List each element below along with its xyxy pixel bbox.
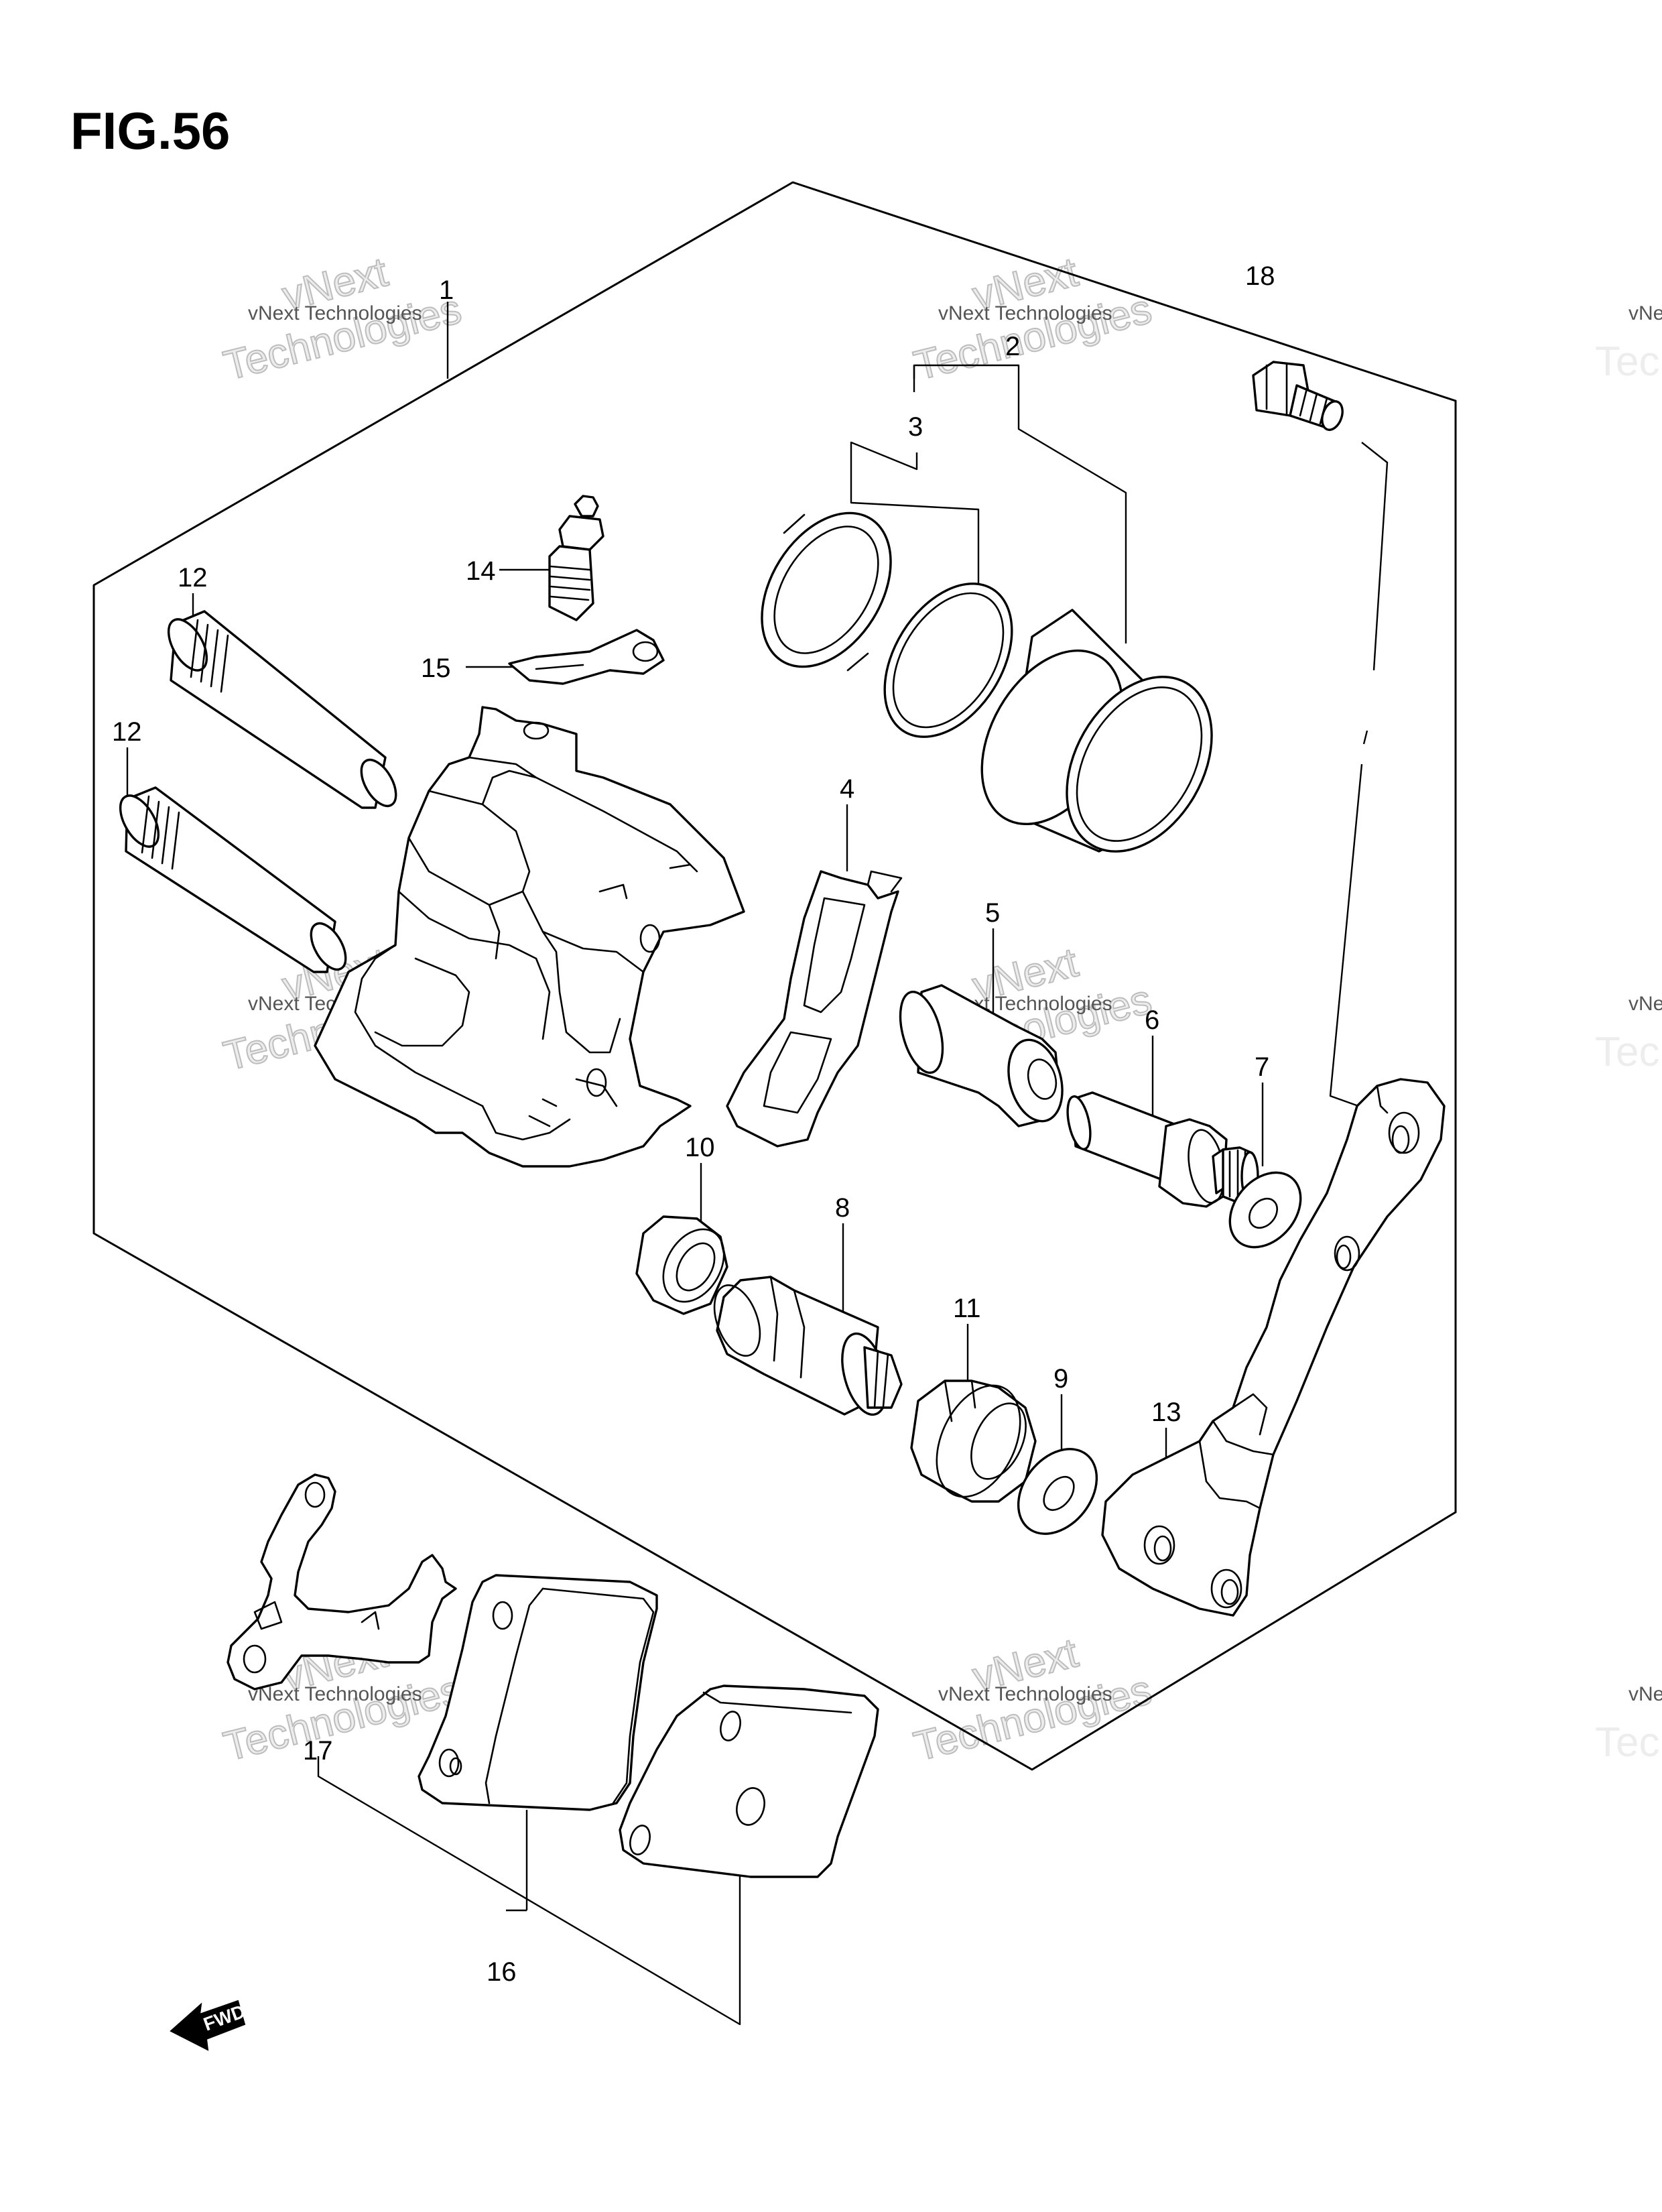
callout-11: 11 [953, 1294, 981, 1323]
caliper-bracket [1101, 1078, 1446, 1617]
leader-17-16 [317, 1756, 741, 2026]
callout-8: 8 [835, 1193, 850, 1223]
leader-18-top [1361, 442, 1389, 671]
callout-17: 17 [303, 1736, 333, 1766]
bleeder-valve [548, 495, 604, 621]
watermark-text: vNext Technologies [1628, 993, 1662, 1015]
watermark-text: vNext Technologies [1628, 1683, 1662, 1705]
callout-10: 10 [685, 1133, 715, 1162]
watermark-text: vNext Technologies [248, 1683, 422, 1705]
figure-title: FIG.56 [70, 101, 230, 160]
guide-pin [713, 1276, 903, 1416]
washer-upper [1228, 1171, 1302, 1249]
callouts: 1 2 3 4 5 6 7 8 9 10 11 12 12 13 14 15 1… [112, 261, 1275, 1987]
assembly-outline [92, 181, 1457, 1771]
watermark-text: vNext Technologies [248, 302, 422, 324]
piston-seal [761, 511, 892, 672]
caliper-body [314, 706, 745, 1168]
callout-6: 6 [1145, 1005, 1159, 1035]
callout-3: 3 [908, 412, 923, 442]
callout-7: 7 [1255, 1052, 1269, 1082]
watermark-fragment: Technologies [1595, 339, 1662, 385]
callout-2: 2 [1005, 332, 1020, 361]
callout-1: 1 [439, 275, 454, 305]
caliper-pin-lower [119, 786, 347, 973]
brake-pad-outer [619, 1684, 879, 1878]
leader-18-seg [1362, 730, 1368, 745]
caliper-pin-upper [167, 610, 397, 809]
callout-4: 4 [840, 774, 854, 804]
slide-pin [1066, 1091, 1259, 1208]
watermark-fragment: Technologies [1595, 1029, 1662, 1075]
boot-large [910, 1379, 1037, 1503]
pin-boot [899, 984, 1064, 1127]
watermark-text: vNext Technologies [1628, 302, 1662, 324]
watermark-text: vNext Technologies [938, 302, 1112, 324]
callout-18: 18 [1245, 261, 1275, 291]
caliper-piston [980, 609, 1213, 853]
pad-spring [726, 870, 903, 1148]
callout-5: 5 [985, 898, 1000, 928]
callout-9: 9 [1053, 1364, 1068, 1394]
washer-lower [1017, 1448, 1098, 1535]
pad-shim [227, 1473, 457, 1691]
watermark-fragment: Technologies [1595, 1719, 1662, 1766]
dust-seal [883, 582, 1013, 738]
watermark-text: vNext Technologies [938, 1683, 1112, 1705]
brake-pad-inner [418, 1574, 658, 1811]
fwd-arrow-icon: FWD [170, 2000, 248, 2051]
callout-12-upper: 12 [178, 563, 208, 593]
callout-14: 14 [466, 556, 496, 586]
bleeder-cap [508, 629, 665, 685]
callout-16: 16 [487, 1957, 517, 1987]
leader-18-bottom [1329, 763, 1378, 1114]
callout-15: 15 [421, 654, 451, 683]
callout-12-lower: 12 [112, 717, 142, 747]
leader-3 [850, 441, 980, 587]
boot-small [635, 1215, 728, 1315]
callout-13: 13 [1151, 1398, 1181, 1427]
mounting-bolt [1252, 361, 1344, 431]
